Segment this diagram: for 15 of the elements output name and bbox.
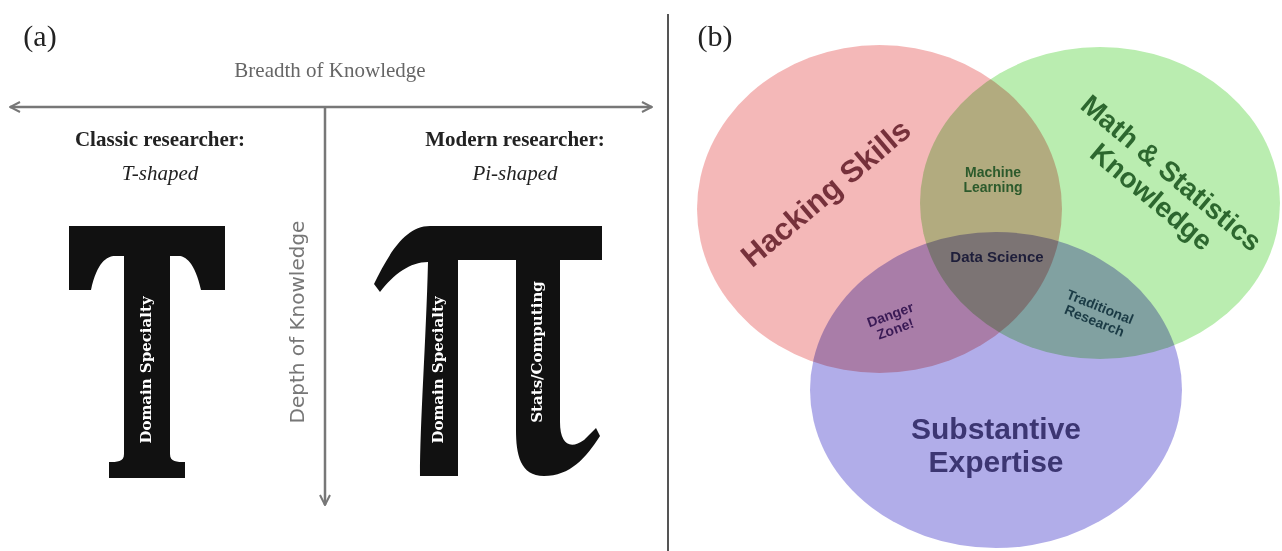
circle-label: Substantive Expertise: [909, 412, 1082, 478]
overlap-label: Data Science: [949, 248, 1045, 265]
column-heading: Classic researcher:: [73, 128, 247, 152]
bar-label: Domain Specialty: [138, 295, 155, 446]
overlap-label: Danger Zone!: [863, 297, 918, 345]
column-heading: Pi-shaped: [471, 162, 559, 186]
bar-label: Stats/Computing: [529, 280, 546, 425]
panel-label: (a): [22, 18, 58, 52]
column-heading: T-shaped: [120, 162, 200, 186]
axis-label: Depth of Knowledge: [286, 219, 308, 426]
bar-label: Domain Specialty: [430, 295, 447, 446]
overlap-label: Machine Learning: [962, 164, 1024, 196]
column-heading: Modern researcher:: [424, 128, 606, 152]
axis-label: Breadth of Knowledge: [233, 59, 427, 83]
panel-label: (b): [696, 18, 734, 52]
